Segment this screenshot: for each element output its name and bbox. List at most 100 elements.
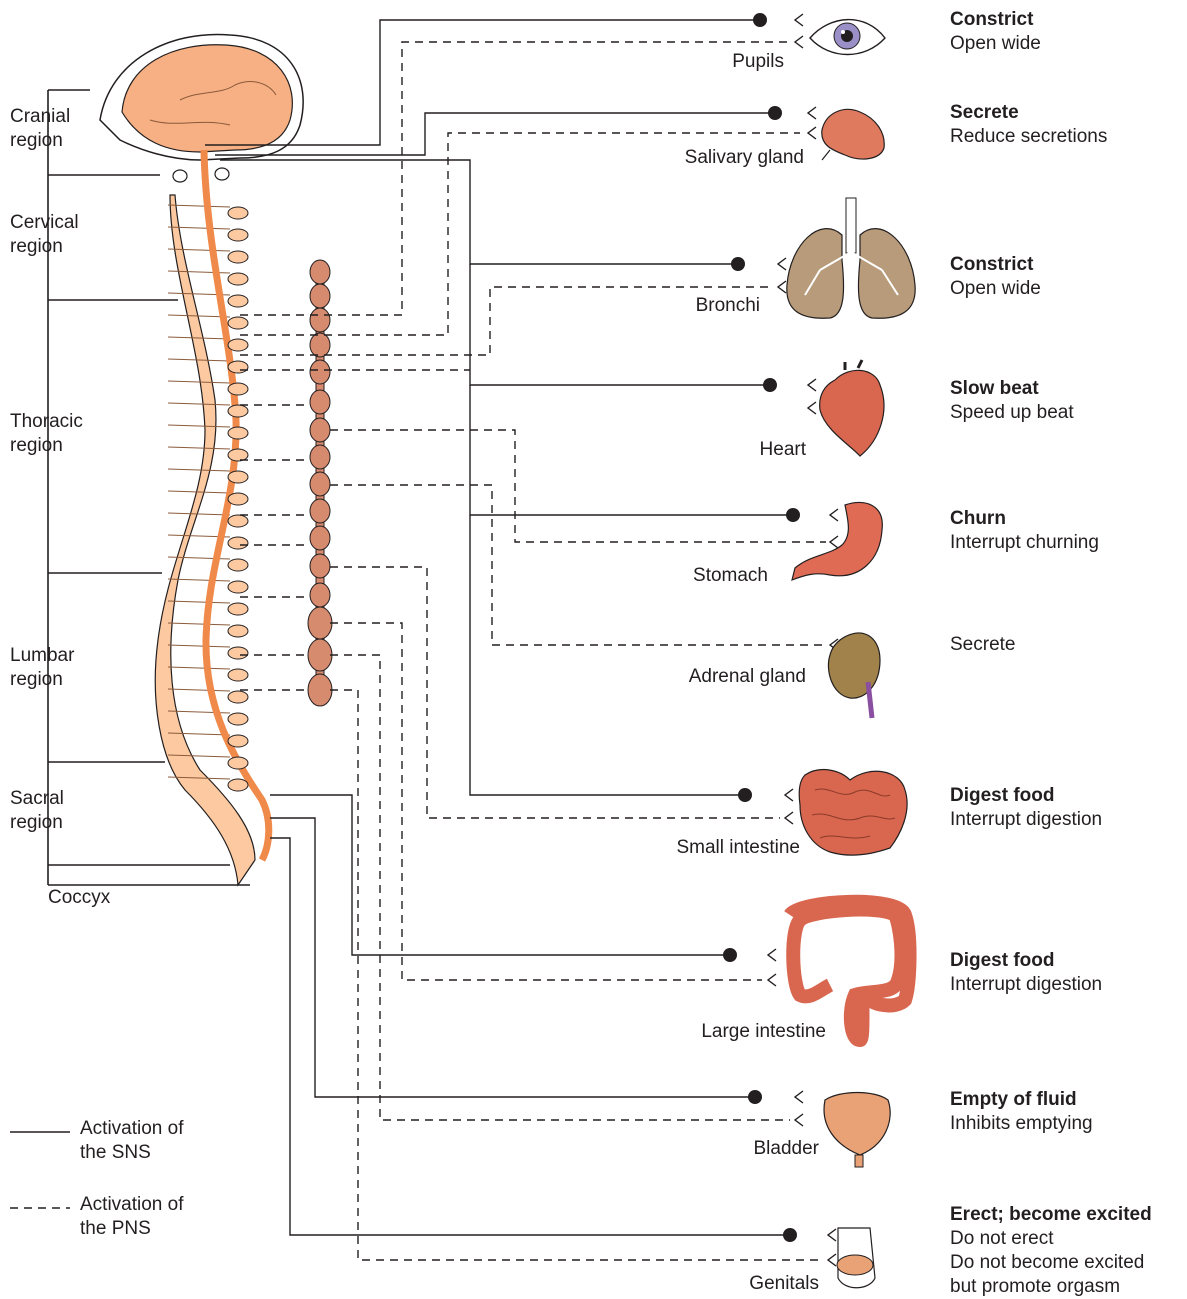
stomach-icon (792, 502, 882, 580)
vertebra-process (228, 427, 248, 439)
vertebra-divider (168, 425, 230, 427)
nerve-ending-fork (795, 36, 803, 48)
heart-icon (820, 360, 884, 456)
effect-pupils: ConstrictOpen wide (950, 8, 1041, 56)
vertebra-process (228, 361, 248, 373)
vertebra-process (228, 669, 248, 681)
vertebra-process (228, 537, 248, 549)
ganglion (308, 639, 332, 671)
sns-effect: Empty of fluid (950, 1088, 1093, 1112)
pns-effect: Do not erect (950, 1227, 1152, 1251)
sns-effect: Constrict (950, 8, 1041, 32)
sns-terminal-dot (786, 508, 800, 522)
sns-terminal-dot (763, 378, 777, 392)
vertebra-process (228, 559, 248, 571)
pns-effect: Secrete (950, 633, 1015, 657)
ganglion (310, 360, 330, 384)
pns-effect: Speed up beat (950, 401, 1074, 425)
vertebral-column (155, 150, 268, 885)
vertebra-process (228, 251, 248, 263)
vertebra-divider (168, 469, 230, 471)
ganglion (310, 499, 330, 523)
nerve-ending-fork (808, 379, 816, 391)
vertebra-process (228, 273, 248, 285)
vertebra-divider (168, 513, 230, 515)
nerve-ending-fork (795, 1091, 803, 1103)
ganglion (308, 674, 332, 706)
vertebra-process (228, 317, 248, 329)
pns-effect: Open wide (950, 32, 1041, 56)
effect-small-intestine: Digest foodInterrupt digestion (950, 784, 1102, 832)
pns-effect: Interrupt digestion (950, 973, 1102, 997)
legend-sns: Activation ofthe SNS (80, 1117, 184, 1165)
sns-effect: Constrict (950, 253, 1041, 277)
vertebra-divider (168, 601, 230, 603)
ganglion (310, 333, 330, 357)
vertebra-process (228, 603, 248, 615)
pns-nerve-line (330, 655, 790, 1120)
sns-terminal-dot (753, 13, 767, 27)
vertebra-process (228, 339, 248, 351)
vertebra-divider (168, 645, 230, 647)
vertebra-process (228, 471, 248, 483)
sns-terminal-dot (768, 106, 782, 120)
organ-label-large-intestine: Large intestine (701, 1020, 826, 1044)
ganglion (310, 390, 330, 414)
sns-effect: Slow beat (950, 377, 1074, 401)
sns-nerve-line (470, 264, 770, 385)
organ-label-salivary-gland: Salivary gland (685, 146, 804, 170)
vertebra-divider (168, 205, 230, 207)
vertebra-process (228, 493, 248, 505)
vertebra-divider (168, 271, 230, 273)
ganglion (310, 472, 330, 496)
ganglion (308, 607, 332, 639)
vertebra-process (228, 515, 248, 527)
vertebra-process (228, 647, 248, 659)
ganglion (310, 260, 330, 284)
nerve-ending-fork (830, 536, 838, 548)
organ-label-bladder: Bladder (754, 1137, 820, 1161)
vertebra-divider (168, 667, 230, 669)
organ-label-bronchi: Bronchi (696, 294, 760, 318)
pns-nerve-line (330, 430, 826, 542)
nerve-ending-fork (808, 127, 816, 139)
effect-adrenal-gland: Secrete (950, 633, 1015, 657)
region-label-cervical: Cervicalregion (10, 211, 79, 259)
vertebra-process (228, 779, 248, 791)
pns-nerve-line (330, 690, 822, 1260)
vertebra-process (228, 625, 248, 637)
vertebra-process (228, 405, 248, 417)
ganglion (310, 526, 330, 550)
region-label-sacral: Sacralregion (10, 787, 64, 835)
nerve-ending-fork (828, 1229, 836, 1241)
nerve-ending-fork (828, 1254, 836, 1266)
organ-label-heart: Heart (760, 438, 806, 462)
lungs-icon (787, 198, 915, 318)
vertebra-process (228, 207, 248, 219)
ganglion (310, 308, 330, 332)
nerve-ending-fork (795, 1114, 803, 1126)
bladder-icon (824, 1093, 890, 1168)
ganglion (310, 445, 330, 469)
vertebra-process (228, 757, 248, 769)
legend-lines (10, 1132, 70, 1208)
effect-heart: Slow beatSpeed up beat (950, 377, 1074, 425)
pns-effect: Do not become excited (950, 1251, 1152, 1275)
vertebra-process (228, 383, 248, 395)
vertebra-process (228, 449, 248, 461)
vertebra-divider (168, 403, 230, 405)
pns-effect: Interrupt churning (950, 531, 1099, 555)
ganglion (310, 418, 330, 442)
vertebra-process (228, 691, 248, 703)
sns-terminal-dot (731, 257, 745, 271)
effect-stomach: ChurnInterrupt churning (950, 507, 1099, 555)
sns-effect: Digest food (950, 949, 1102, 973)
sns-nerve-line (470, 515, 745, 795)
pns-effect: Open wide (950, 277, 1041, 301)
sns-effect: Erect; become excited (950, 1203, 1152, 1227)
effect-bladder: Empty of fluidInhibits emptying (950, 1088, 1093, 1136)
vertebra-process (228, 581, 248, 593)
